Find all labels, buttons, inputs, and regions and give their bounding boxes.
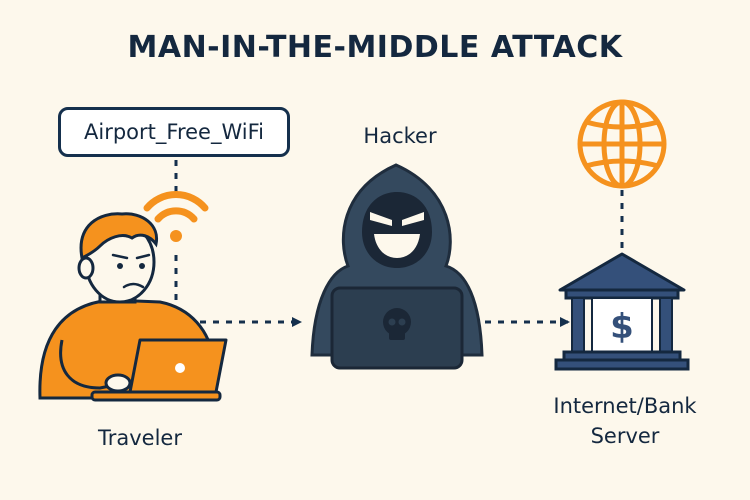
bank-icon: $ xyxy=(554,252,690,371)
skull-icon xyxy=(383,308,411,340)
server-label-line1: Internet/Bank xyxy=(553,394,697,418)
traveler-label: Traveler xyxy=(98,426,182,450)
server-label-line2: Server xyxy=(590,424,660,448)
wifi-ssid-label: Airport_Free_WiFi xyxy=(84,120,264,144)
diagram-title: MAN-IN-THE-MIDDLE ATTACK xyxy=(127,30,623,65)
traveler-to-hacker-arrow xyxy=(174,255,302,327)
hacker-laptop-icon xyxy=(330,286,464,370)
globe-icon xyxy=(577,99,667,189)
hacker-label: Hacker xyxy=(363,124,437,148)
laptop-icon xyxy=(90,338,228,402)
bank-dollar-symbol: $ xyxy=(610,307,634,347)
server-label: Internet/Bank Server xyxy=(515,391,735,451)
wifi-icon xyxy=(143,191,209,242)
wifi-network-box: Airport_Free_WiFi xyxy=(58,107,290,157)
